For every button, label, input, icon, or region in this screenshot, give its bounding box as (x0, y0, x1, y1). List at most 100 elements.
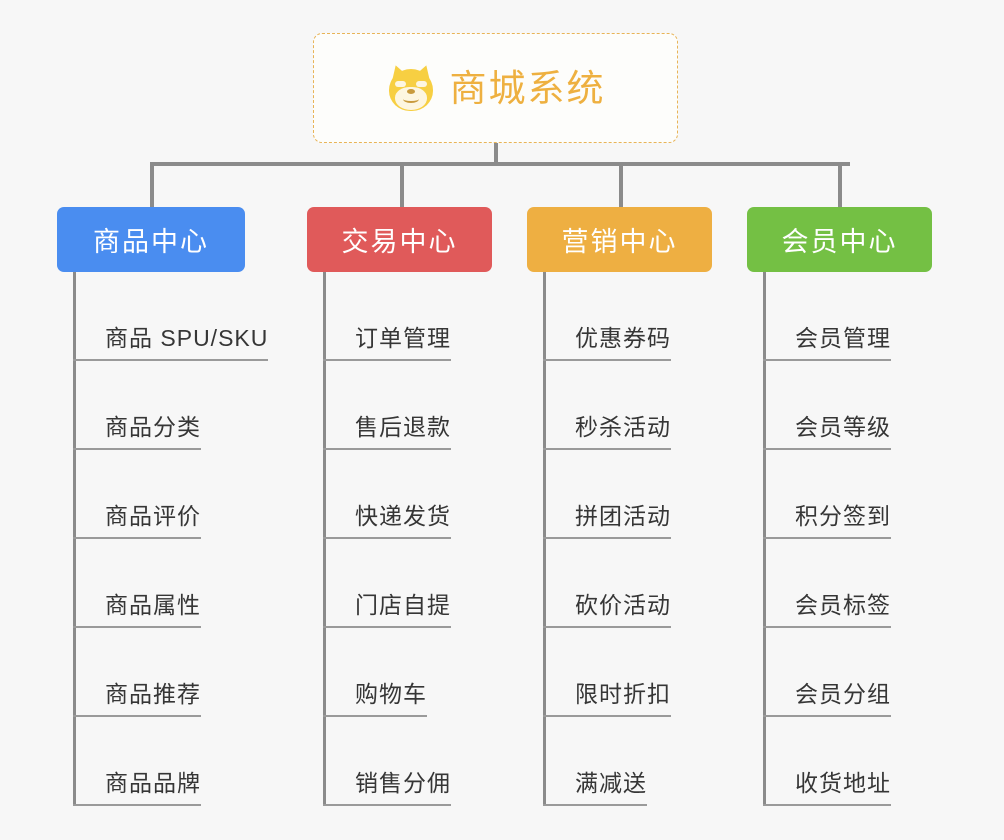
tree-item[interactable]: 会员管理 (763, 272, 932, 361)
category-header[interactable]: 交易中心 (307, 207, 492, 272)
category-header-label: 交易中心 (341, 227, 458, 257)
category-item-list: 优惠券码秒杀活动拼团活动砍价活动限时折扣满减送 (543, 272, 712, 806)
tree-item[interactable]: 会员分组 (763, 628, 932, 717)
tree-item-label: 商品分类 (105, 408, 201, 450)
tree-item[interactable]: 砍价活动 (543, 539, 712, 628)
tree-item[interactable]: 售后退款 (323, 361, 492, 450)
tree-item-connector (543, 448, 575, 450)
category-column-1: 商品中心商品 SPU/SKU 商品分类商品评价商品属性商品推荐商品品牌 (57, 207, 269, 806)
tree-item-connector (763, 804, 795, 806)
tree-item-connector (543, 804, 575, 806)
tree-item-connector (763, 537, 795, 539)
tree-item[interactable]: 商品分类 (73, 361, 245, 450)
tree-item-connector (763, 626, 795, 628)
tree-item-label: 拼团活动 (575, 497, 671, 539)
root-node[interactable]: 商城系统 (313, 33, 678, 143)
tree-item-label: 会员分组 (795, 675, 891, 717)
tree-item-label: 商品品牌 (105, 764, 201, 806)
tree-item-label: 会员标签 (795, 586, 891, 628)
tree-item[interactable]: 门店自提 (323, 539, 492, 628)
tree-item-label: 销售分佣 (355, 764, 451, 806)
category-item-list: 会员管理会员等级积分签到会员标签会员分组收货地址 (763, 272, 932, 806)
tree-item[interactable]: 满减送 (543, 717, 712, 806)
tree-trunk-line (73, 272, 76, 806)
tree-item[interactable]: 购物车 (323, 628, 492, 717)
tree-item-connector (323, 804, 355, 806)
tree-item-connector (73, 715, 105, 717)
connector-drop-2 (619, 162, 623, 207)
tree-item-connector (73, 537, 105, 539)
tree-item-connector (543, 537, 575, 539)
tree-item-label: 商品评价 (105, 497, 201, 539)
tree-item[interactable]: 优惠券码 (543, 272, 712, 361)
tree-trunk-line (763, 272, 766, 806)
tree-item[interactable]: 限时折扣 (543, 628, 712, 717)
tree-item-label: 商品 SPU/SKU (105, 319, 269, 361)
category-header[interactable]: 营销中心 (527, 207, 712, 272)
category-column-3: 营销中心优惠券码秒杀活动拼团活动砍价活动限时折扣满减送 (527, 207, 712, 806)
tree-item[interactable]: 商品品牌 (73, 717, 245, 806)
tree-item-connector (323, 537, 355, 539)
tree-item-label: 砍价活动 (575, 586, 671, 628)
tree-item[interactable]: 快递发货 (323, 450, 492, 539)
connector-drop-3 (838, 162, 842, 207)
tree-item-label: 积分签到 (795, 497, 891, 539)
tree-item[interactable]: 商品推荐 (73, 628, 245, 717)
tree-item[interactable]: 会员等级 (763, 361, 932, 450)
shiba-inu-dog-icon (386, 62, 436, 113)
tree-item[interactable]: 商品属性 (73, 539, 245, 628)
tree-item-label: 快递发货 (355, 497, 451, 539)
tree-item-connector (763, 359, 795, 361)
tree-item-label: 会员等级 (795, 408, 891, 450)
tree-item[interactable]: 拼团活动 (543, 450, 712, 539)
tree-item-connector (323, 359, 355, 361)
tree-item-connector (323, 715, 355, 717)
tree-item-connector (543, 359, 575, 361)
tree-item[interactable]: 商品 SPU/SKU (73, 272, 269, 361)
tree-item-connector (763, 448, 795, 450)
tree-item-label: 秒杀活动 (575, 408, 671, 450)
tree-item-label: 限时折扣 (575, 675, 671, 717)
tree-item-label: 收货地址 (795, 764, 891, 806)
tree-item-label: 商品推荐 (105, 675, 201, 717)
tree-item[interactable]: 积分签到 (763, 450, 932, 539)
tree-item-connector (763, 715, 795, 717)
tree-item[interactable]: 收货地址 (763, 717, 932, 806)
connector-root-stem (494, 143, 498, 165)
tree-item-connector (73, 448, 105, 450)
tree-item[interactable]: 销售分佣 (323, 717, 492, 806)
tree-item-label: 售后退款 (355, 408, 451, 450)
connector-horizontal-bus (150, 162, 850, 166)
tree-trunk-line (543, 272, 546, 806)
tree-item[interactable]: 订单管理 (323, 272, 492, 361)
tree-item[interactable]: 会员标签 (763, 539, 932, 628)
tree-item-connector (73, 359, 105, 361)
tree-item-label: 优惠券码 (575, 319, 671, 361)
tree-item-label: 购物车 (355, 675, 427, 717)
category-header-label: 商品中心 (93, 227, 209, 257)
tree-item-connector (73, 626, 105, 628)
tree-item[interactable]: 秒杀活动 (543, 361, 712, 450)
tree-item-connector (323, 448, 355, 450)
category-column-2: 交易中心订单管理售后退款快递发货门店自提购物车销售分佣 (307, 207, 492, 806)
category-column-4: 会员中心会员管理会员等级积分签到会员标签会员分组收货地址 (747, 207, 932, 806)
tree-trunk-line (323, 272, 326, 806)
category-header-label: 会员中心 (781, 227, 898, 257)
tree-item-connector (543, 715, 575, 717)
root-title: 商城系统 (449, 67, 606, 109)
tree-item-connector (73, 804, 105, 806)
tree-item-label: 商品属性 (105, 586, 201, 628)
category-header[interactable]: 会员中心 (747, 207, 932, 272)
tree-item-label: 门店自提 (355, 586, 451, 628)
tree-item-connector (323, 626, 355, 628)
tree-item-label: 会员管理 (795, 319, 891, 361)
category-header-label: 营销中心 (561, 227, 678, 257)
category-header[interactable]: 商品中心 (57, 207, 245, 272)
connector-drop-0 (150, 162, 154, 207)
tree-item-label: 订单管理 (355, 319, 451, 361)
connector-drop-1 (400, 162, 404, 207)
tree-item-label: 满减送 (575, 764, 647, 806)
tree-item[interactable]: 商品评价 (73, 450, 245, 539)
category-item-list: 订单管理售后退款快递发货门店自提购物车销售分佣 (323, 272, 492, 806)
